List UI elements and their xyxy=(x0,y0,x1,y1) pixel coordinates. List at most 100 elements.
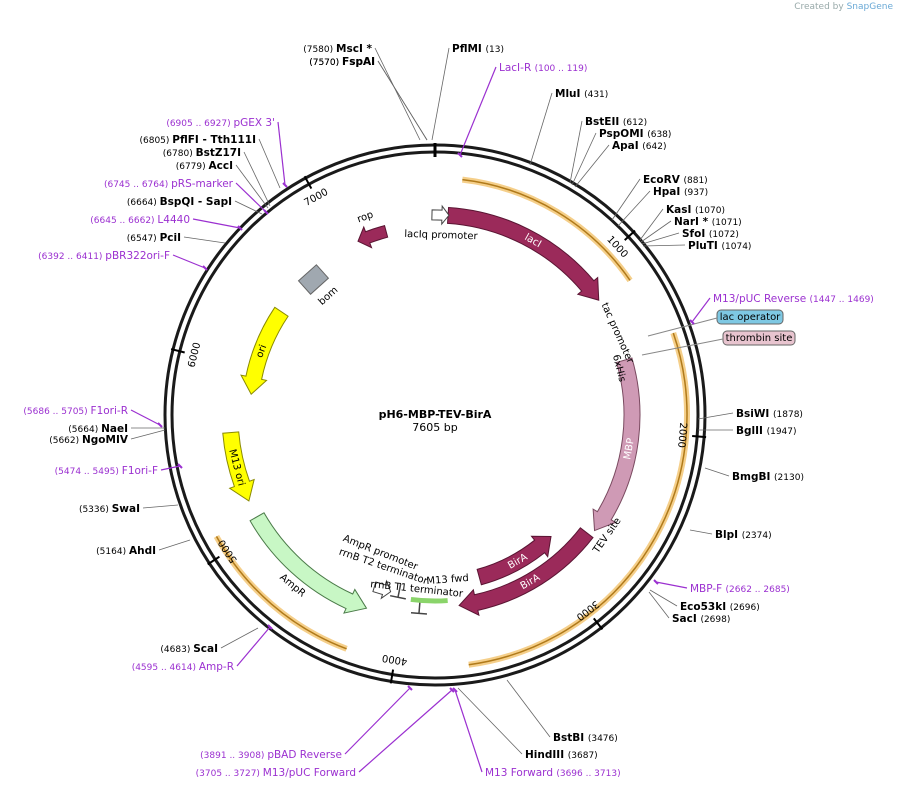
enzyme-site-bstbi[interactable]: BstBI (3476) xyxy=(506,679,618,744)
feature-ampr-promoter-arrow[interactable] xyxy=(372,578,394,600)
callout-thrombin-site-box[interactable] xyxy=(722,330,796,346)
tick-label-5000: 5000 xyxy=(217,537,240,564)
primer-pgex-3[interactable]: (6905 .. 6927) pGEX 3' xyxy=(166,117,288,188)
primer-mbp-f[interactable]: MBP-F (2662 .. 2685) xyxy=(653,579,790,595)
feature-rop-arrow[interactable] xyxy=(357,224,389,249)
site-leader-line xyxy=(243,151,271,207)
site-name: NarI * xyxy=(674,216,712,228)
feature-mbp-arrow[interactable] xyxy=(592,357,641,532)
site-label: (7570) FspAI xyxy=(309,56,375,68)
enzyme-site-bsteii[interactable]: BstEII (612) xyxy=(569,116,647,184)
feature-ampr-arrow[interactable] xyxy=(249,512,368,614)
site-name: PflFI - Tth111I xyxy=(172,134,256,146)
enzyme-site-ngomiv[interactable]: (5662) NgoMIV xyxy=(49,429,166,446)
site-position: (1072) xyxy=(709,230,739,240)
feature-bira-arrow[interactable] xyxy=(458,527,594,617)
site-label: (5686 .. 5705) F1ori-R xyxy=(23,405,128,417)
enzyme-site-hpai[interactable]: HpaI (937) xyxy=(617,186,708,227)
enzyme-site-apai[interactable]: ApaI (642) xyxy=(574,140,667,188)
feature-rrnb-t2-terminator-symbol[interactable] xyxy=(389,582,408,600)
enzyme-site-mlui[interactable]: MluI (431) xyxy=(529,88,608,166)
primer-marker xyxy=(263,209,269,215)
enzyme-site-bmgbi[interactable]: BmgBI (2130) xyxy=(704,467,804,483)
site-leader-line xyxy=(431,47,450,141)
site-position: (5686 .. 5705) xyxy=(23,407,90,417)
site-leader-line xyxy=(459,66,497,156)
site-position: (5336) xyxy=(79,505,112,515)
primer-m13-forward[interactable]: M13 Forward (3696 .. 3713) xyxy=(452,687,621,779)
site-position: (2696) xyxy=(730,603,760,613)
enzyme-site-nari[interactable]: NarI * (1071) xyxy=(640,216,742,243)
feature-ori-arrow[interactable] xyxy=(240,306,289,396)
site-position: (100 .. 119) xyxy=(535,64,588,74)
site-leader-line xyxy=(655,581,688,589)
enzyme-site-eco53ki[interactable]: Eco53kI (2696) xyxy=(649,589,760,613)
site-label: KasI (1070) xyxy=(666,204,725,216)
site-label: (6780) BstZ17I xyxy=(163,147,241,159)
tick-mark-4000 xyxy=(389,669,395,684)
enzyme-site-pcii[interactable]: (6547) PciI xyxy=(127,232,226,244)
enzyme-site-fspai[interactable]: (7570) FspAI xyxy=(309,56,428,141)
enzyme-site-kasi[interactable]: KasI (1070) xyxy=(639,204,725,241)
orf-ampr xyxy=(215,536,347,650)
callout-lac-operator-box[interactable] xyxy=(716,309,784,325)
primer-laci-r[interactable]: LacI-R (100 .. 119) xyxy=(457,62,587,158)
primer-f1ori-r[interactable]: (5686 .. 5705) F1ori-R xyxy=(23,405,163,428)
enzyme-site-bstz17i[interactable]: (6780) BstZ17I xyxy=(163,147,271,207)
site-name: BglII xyxy=(736,425,767,437)
site-label: HindIII (3687) xyxy=(525,749,598,761)
feature-bira-reverse-arrow[interactable] xyxy=(476,535,552,586)
callout-lac-operator-leader xyxy=(647,317,718,337)
primer-amp-r[interactable]: (4595 .. 4614) Amp-R xyxy=(132,624,273,673)
primer-prs-marker[interactable]: (6745 .. 6764) pRS-marker xyxy=(104,178,269,215)
site-label: (5336) SwaI xyxy=(79,503,140,515)
feature-laciq-promoter-arrow[interactable] xyxy=(431,204,450,226)
enzyme-site-bsiwi[interactable]: BsiWI (1878) xyxy=(697,408,803,420)
site-leader-line xyxy=(571,132,597,186)
site-position: (13) xyxy=(486,45,504,55)
primer-l4440[interactable]: (6645 .. 6662) L4440 xyxy=(90,214,243,231)
feature-m13-fwd-bar[interactable] xyxy=(410,596,448,604)
enzyme-site-pspomi[interactable]: PspOMI (638) xyxy=(571,128,671,186)
site-leader-line xyxy=(183,236,226,244)
enzyme-site-swai[interactable]: (5336) SwaI xyxy=(79,503,179,515)
enzyme-site-pflmi[interactable]: PflMI (13) xyxy=(431,43,504,141)
feature-ori-label: ori xyxy=(254,343,269,359)
feature-bom-box[interactable] xyxy=(297,264,330,295)
enzyme-site-naei[interactable]: (5664) NaeI xyxy=(68,423,165,435)
enzyme-site-fspai[interactable]: (7570) FspAI xyxy=(309,56,428,141)
enzyme-site-msci[interactable]: (7580) MscI * xyxy=(303,43,421,141)
enzyme-site-sfoi[interactable]: SfoI (1072) xyxy=(641,228,739,245)
site-name: pRS-marker xyxy=(171,178,234,190)
enzyme-site-acci[interactable]: (6779) AccI xyxy=(176,160,269,209)
primer-m13-puc-forward[interactable]: (3705 .. 3727) M13/pUC Forward xyxy=(196,687,455,779)
site-position: (5474 .. 5495) xyxy=(55,467,122,477)
site-leader-line xyxy=(641,232,680,245)
enzyme-site-bglii[interactable]: BglII (1947) xyxy=(698,425,797,437)
enzyme-site-scai[interactable]: (4683) ScaI xyxy=(160,627,259,655)
site-name: SacI xyxy=(672,613,700,625)
feature-laci-arrow[interactable] xyxy=(446,206,600,301)
enzyme-site-saci[interactable]: SacI (2698) xyxy=(648,591,730,625)
plasmid-name: pH6-MBP-TEV-BirA xyxy=(379,408,492,421)
site-label: LacI-R (100 .. 119) xyxy=(499,62,587,74)
site-position: (6547) xyxy=(127,234,160,244)
primer-m13-puc-reverse[interactable]: M13/pUC Reverse (1447 .. 1469) xyxy=(689,293,874,325)
site-leader-line xyxy=(617,190,651,227)
primer-f1ori-f[interactable]: (5474 .. 5495) F1ori-F xyxy=(55,463,183,477)
enzyme-site-pflfi-tth111i[interactable]: (6805) PflFI - Tth111I xyxy=(139,134,281,189)
enzyme-site-pluti[interactable]: PluTI (1074) xyxy=(642,240,751,252)
enzyme-site-ahdi[interactable]: (5164) AhdI xyxy=(96,539,191,557)
site-position: (1447 .. 1469) xyxy=(810,295,874,305)
feature-m13-ori-arrow[interactable] xyxy=(222,431,255,502)
site-position: (6805) xyxy=(139,136,172,146)
enzyme-site-blpi[interactable]: BlpI (2374) xyxy=(689,529,772,541)
site-label: (6645 .. 6662) L4440 xyxy=(90,214,190,226)
primer-pbad-reverse[interactable]: (3891 .. 3908) pBAD Reverse xyxy=(200,685,413,761)
primer-pbr322ori-f[interactable]: (6392 .. 6411) pBR322ori-F xyxy=(38,250,208,271)
enzyme-site-ecorv[interactable]: EcoRV (881) xyxy=(611,174,708,221)
enzyme-site-bspqi-sapi[interactable]: (6664) BspQI - SapI xyxy=(127,196,263,215)
primer-marker xyxy=(457,152,463,158)
enzyme-site-hindiii[interactable]: HindIII (3687) xyxy=(457,687,598,761)
site-name: BmgBI xyxy=(732,471,774,483)
